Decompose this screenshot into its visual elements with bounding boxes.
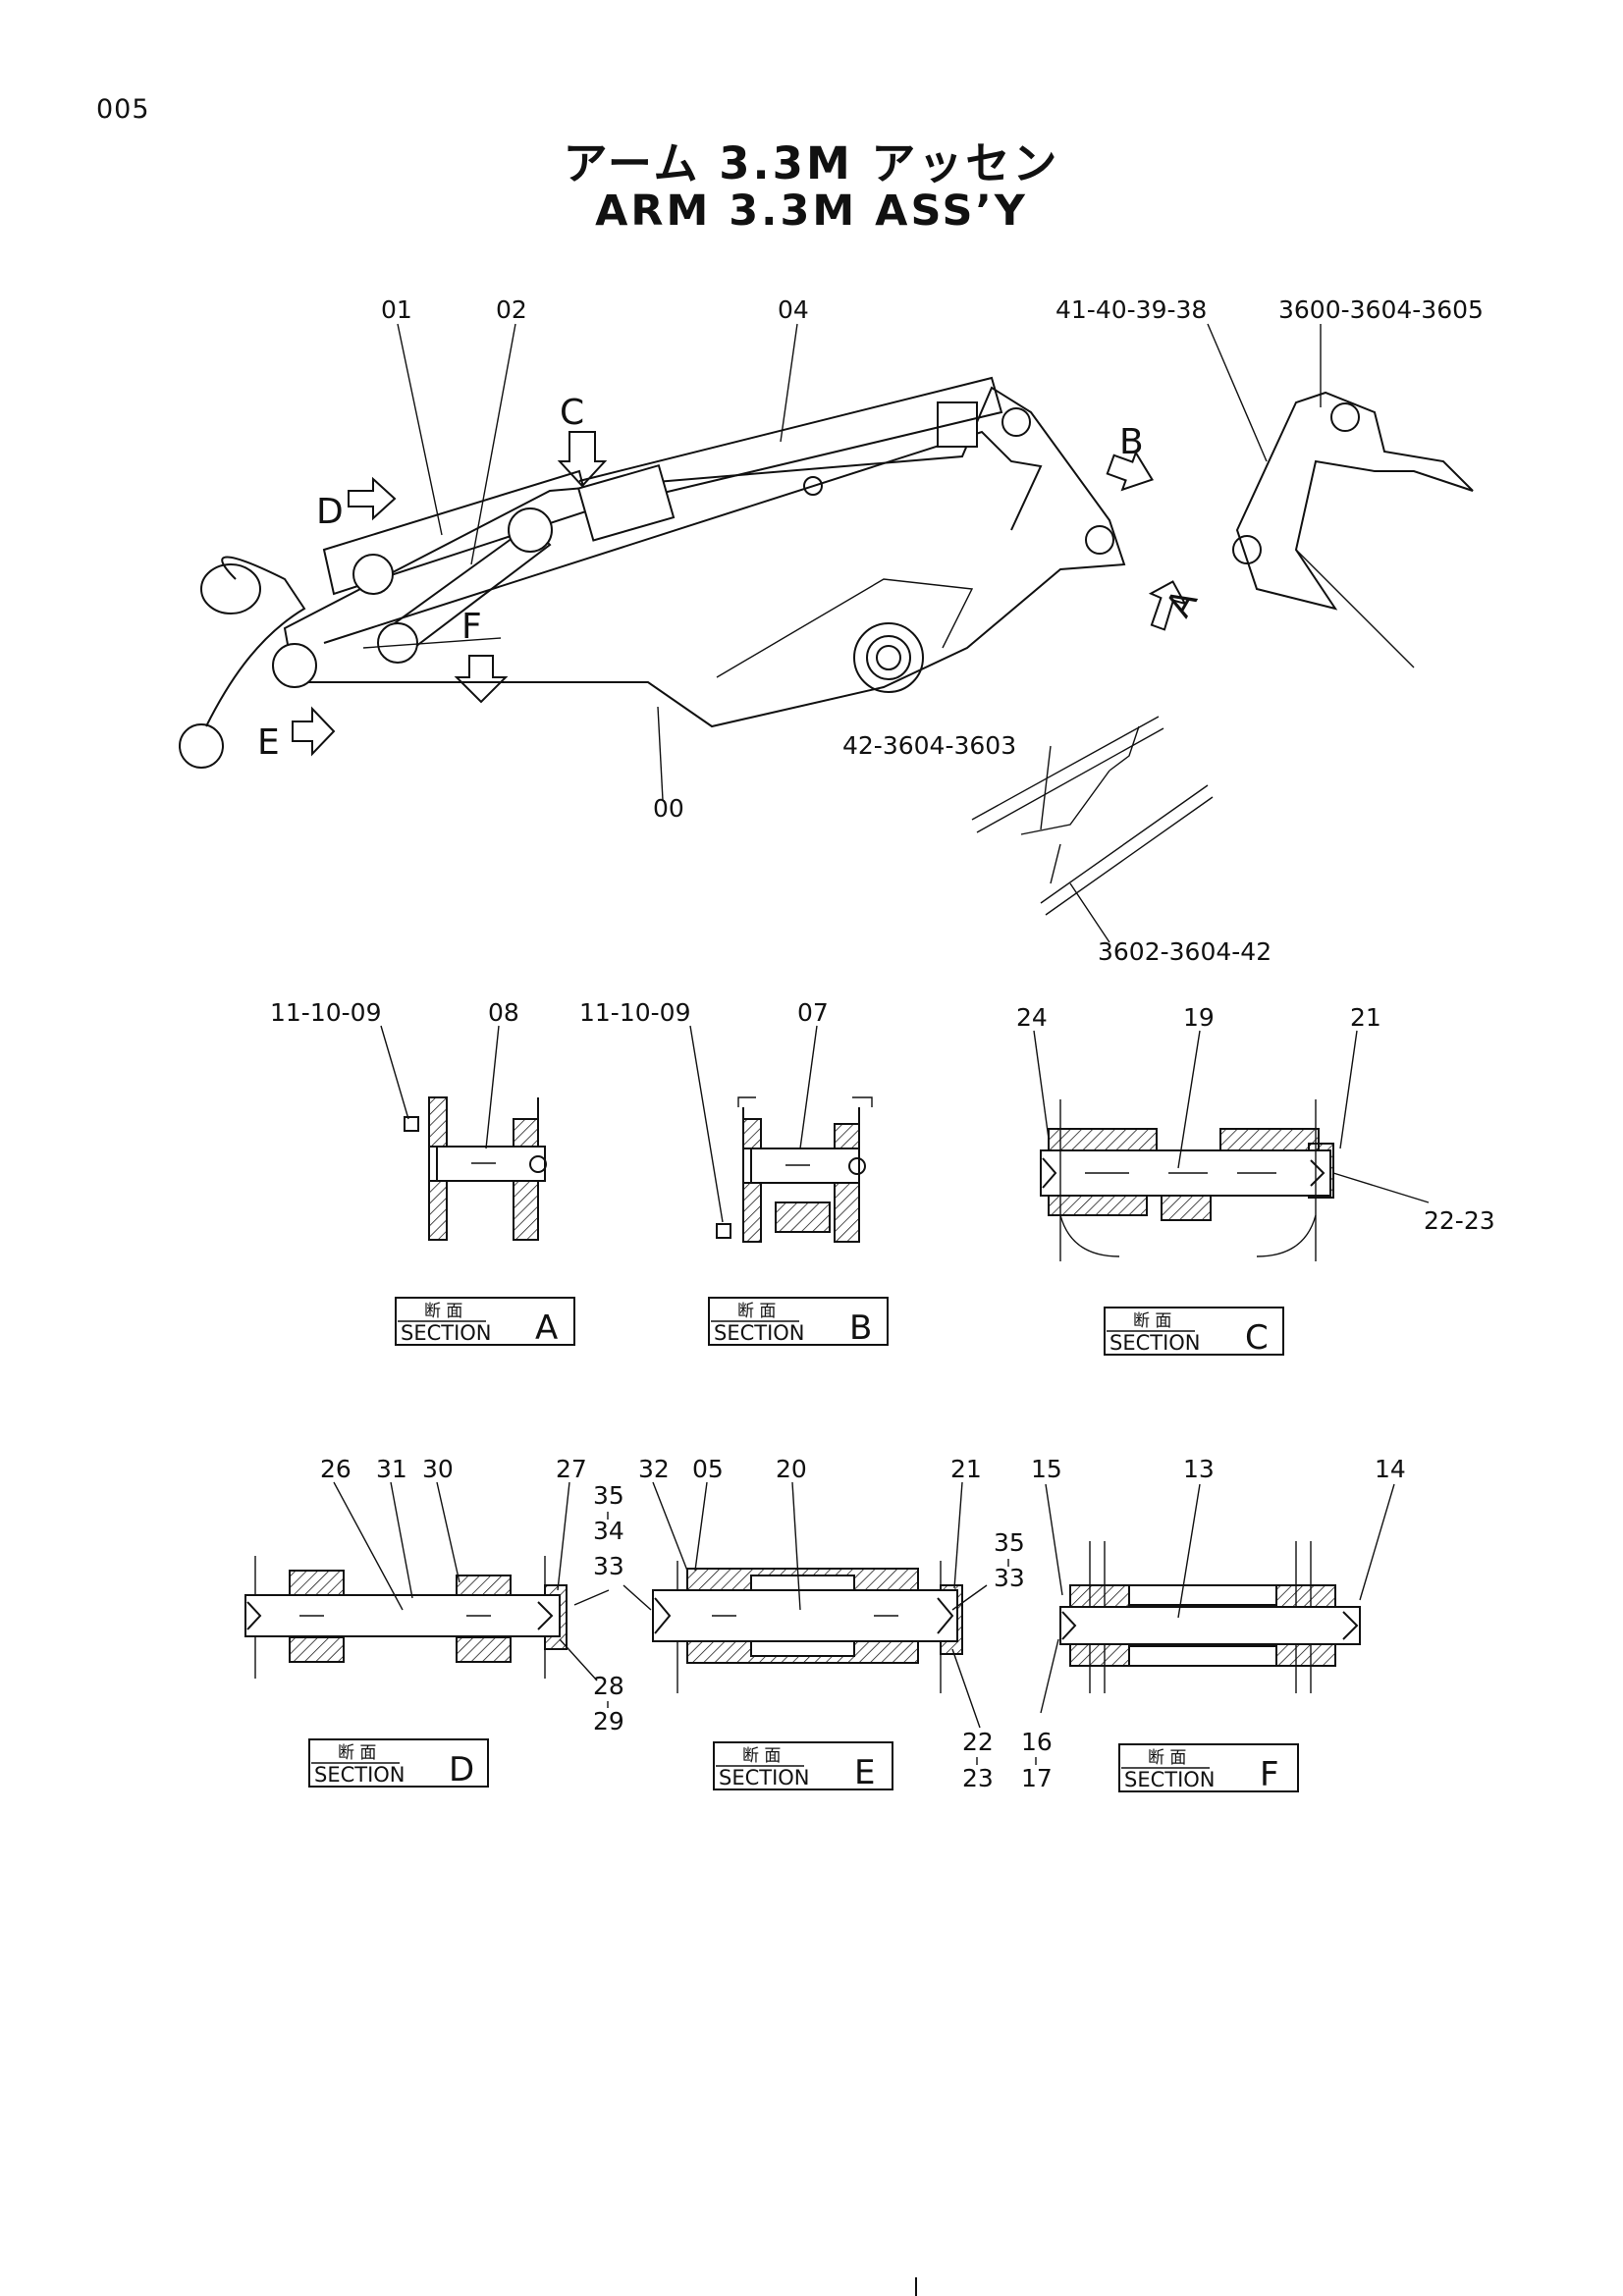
section-e-part-2: 05: [692, 1455, 724, 1483]
section-d-part-7: 33: [593, 1552, 624, 1580]
bucket-link: [205, 556, 306, 727]
section-c-part-3: 21: [1350, 1003, 1381, 1032]
bracket-detail: [1232, 391, 1474, 668]
label-04: 04: [778, 295, 809, 324]
section-d-part-5: 35: [593, 1481, 624, 1510]
section-c-letter: C: [1245, 1318, 1269, 1358]
section-f-letter: F: [1260, 1755, 1279, 1794]
section-f-jp: 断 面: [1148, 1748, 1186, 1768]
section-c-part-1: 24: [1016, 1003, 1048, 1032]
section-d-part-1: 26: [320, 1455, 352, 1483]
section-a-part-1: 11-10-09: [270, 998, 381, 1027]
section-c-jp: 断 面: [1133, 1311, 1171, 1331]
pin-f: [377, 622, 418, 664]
section-e-en: SECTION: [719, 1766, 810, 1789]
section-d-letter: D: [449, 1750, 474, 1789]
section-d-part-4: 27: [556, 1455, 587, 1483]
section-d-part-8: 28: [593, 1672, 624, 1700]
hose-detail: [971, 716, 1214, 916]
section-d-en: SECTION: [314, 1763, 406, 1787]
section-d-part-3: 30: [422, 1455, 454, 1483]
section-e-drawing: [652, 1561, 963, 1693]
section-b-box: 断 面 SECTION B: [708, 1297, 889, 1348]
section-a-letter: A: [535, 1308, 558, 1348]
section-f-part-1: 15: [1031, 1455, 1062, 1483]
section-e-part-3: 20: [776, 1455, 807, 1483]
section-f-box: 断 面 SECTION F: [1118, 1743, 1299, 1794]
label-01: 01: [381, 295, 412, 324]
section-a-box: 断 面 SECTION A: [395, 1297, 575, 1348]
section-a-drawing: [404, 1096, 547, 1241]
arm-boss: [853, 622, 924, 693]
section-c-drawing: [1040, 1099, 1334, 1261]
section-e-jp: 断 面: [742, 1746, 781, 1766]
section-e-box: 断 面 SECTION E: [713, 1741, 893, 1792]
section-b-letter: B: [849, 1308, 872, 1348]
main-leaders: [397, 323, 1322, 943]
section-f-part-3: 14: [1375, 1455, 1406, 1483]
arrow-label-b: B: [1119, 422, 1144, 462]
section-d-drawing: [244, 1556, 568, 1679]
label-41-40-39-38: 41-40-39-38: [1055, 295, 1207, 324]
section-c-part-4: 22-23: [1424, 1206, 1495, 1235]
section-e-letter: E: [854, 1753, 875, 1792]
section-c-en: SECTION: [1109, 1331, 1201, 1355]
title-japanese: アーム 3.3M アッセン: [563, 137, 1060, 189]
label-02: 02: [496, 295, 527, 324]
section-e-part-5: 35: [994, 1528, 1025, 1557]
section-a-part-2: 08: [488, 998, 519, 1027]
section-e-part-8: 23: [962, 1764, 994, 1792]
section-d-part-2: 31: [376, 1455, 407, 1483]
section-arrows: C B A D E F: [257, 393, 1206, 763]
section-b-part-2: 07: [797, 998, 829, 1027]
section-d-box: 断 面 SECTION D: [308, 1738, 489, 1789]
label-3602-3604-42: 3602-3604-42: [1098, 937, 1271, 966]
section-f-part-5: 17: [1021, 1764, 1053, 1792]
label-3600: 3600-3604-3605: [1278, 295, 1484, 324]
arm-upper-plate: [323, 430, 1043, 644]
section-e-part-6: 33: [994, 1564, 1025, 1592]
section-b-drawing: [716, 1096, 873, 1243]
label-00: 00: [653, 794, 684, 823]
label-42-3604-3603: 42-3604-3603: [842, 731, 1016, 760]
arm-body: [283, 386, 1126, 728]
section-f-drawing: [1059, 1541, 1361, 1693]
section-e-part-7: 22: [962, 1728, 994, 1756]
arrow-label-a: A: [1159, 583, 1206, 624]
pin-e: [272, 643, 317, 688]
section-d-part-9: 29: [593, 1707, 624, 1735]
arrow-label-c: C: [560, 393, 584, 433]
section-e-part-4: 21: [950, 1455, 982, 1483]
section-a-jp: 断 面: [424, 1302, 462, 1321]
pin-d: [352, 554, 394, 595]
arrow-label-e: E: [257, 722, 280, 763]
section-b-jp: 断 面: [737, 1302, 776, 1321]
arm-main-view: [179, 376, 1126, 769]
section-d-jp: 断 面: [338, 1743, 376, 1763]
section-f-en: SECTION: [1124, 1768, 1216, 1791]
section-f-part-4: 16: [1021, 1728, 1053, 1756]
arrow-label-d: D: [316, 492, 344, 532]
section-f-part-2: 13: [1183, 1455, 1215, 1483]
section-b-part-1: 11-10-09: [579, 998, 690, 1027]
section-d-part-6: 34: [593, 1517, 624, 1545]
title-english: ARM 3.3M ASS’Y: [595, 187, 1028, 236]
section-e-part-1: 32: [638, 1455, 670, 1483]
section-c-box: 断 面 SECTION C: [1104, 1307, 1284, 1358]
section-c-part-2: 19: [1183, 1003, 1215, 1032]
section-a-en: SECTION: [401, 1321, 492, 1345]
arrow-label-f: F: [461, 607, 482, 647]
page-number: 005: [96, 94, 150, 125]
pin-c: [508, 507, 553, 553]
section-b-en: SECTION: [714, 1321, 805, 1345]
